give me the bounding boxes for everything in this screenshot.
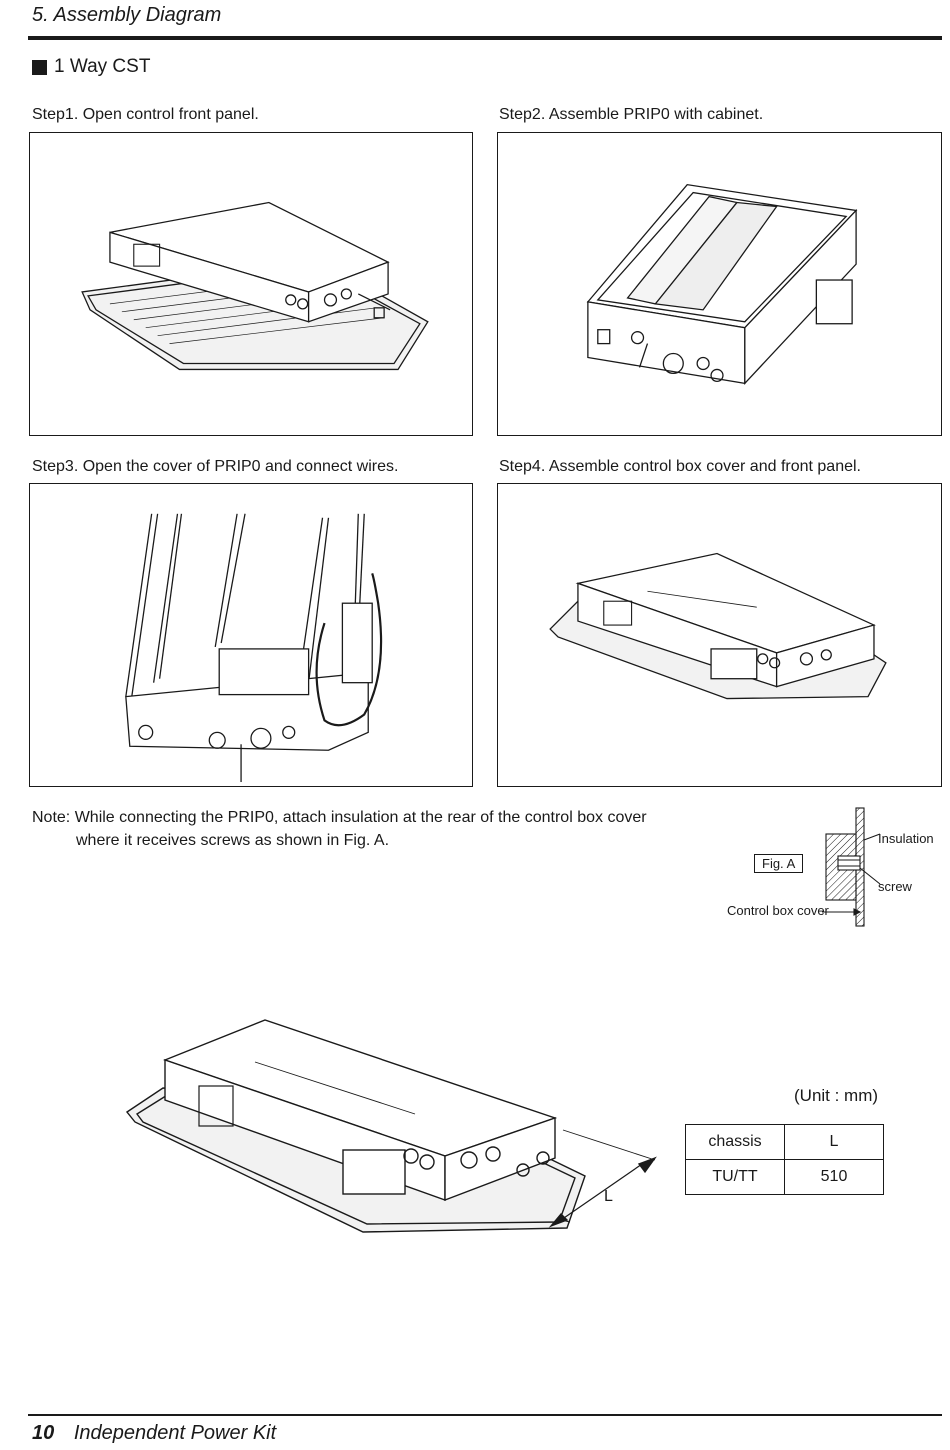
table-header-cell: chassis <box>685 1124 785 1160</box>
page-footer: 10 Independent Power Kit <box>32 1422 276 1445</box>
fig-a-diagram: Fig. A Insulation screw Control box cove… <box>720 806 945 931</box>
note-text: Note: While connecting the PRIP0, attach… <box>32 806 647 852</box>
step2-illustration <box>497 132 942 436</box>
step4-illustration <box>497 483 942 787</box>
step1-illustration <box>29 132 473 436</box>
note-line-2: where it receives screws as shown in Fig… <box>76 832 390 849</box>
step2-caption: Step2. Assemble PRIP0 with cabinet. <box>499 106 764 123</box>
dimension-L-label: L <box>604 1188 613 1205</box>
section-title: 1 Way CST <box>32 56 150 78</box>
page-number: 10 <box>32 1422 55 1444</box>
header-rule <box>28 36 942 40</box>
step3-caption: Step3. Open the cover of PRIP0 and conne… <box>32 458 399 475</box>
step1-caption: Step1. Open control front panel. <box>32 106 259 123</box>
fig-a-label: Fig. A <box>754 854 804 873</box>
page-header-title: 5. Assembly Diagram <box>32 4 222 26</box>
table-cell: TU/TT <box>685 1159 785 1195</box>
fig-a-insulation-label: Insulation <box>878 831 934 846</box>
step3-illustration <box>29 483 473 787</box>
note-line-1: Note: While connecting the PRIP0, attach… <box>32 809 647 826</box>
dimension-table: chassis L TU/TT 510 <box>685 1124 884 1195</box>
final-assembly-illustration <box>115 1010 675 1240</box>
footer-title: Independent Power Kit <box>73 1422 277 1444</box>
table-header-cell: L <box>784 1124 884 1160</box>
fig-a-screw-label: screw <box>878 879 912 894</box>
step4-caption: Step4. Assemble control box cover and fr… <box>499 458 861 475</box>
unit-label: (Unit : mm) <box>794 1086 879 1105</box>
footer-rule <box>28 1414 942 1416</box>
table-cell: 510 <box>784 1159 884 1195</box>
section-title-text: 1 Way CST <box>54 56 151 77</box>
fig-a-cover-label: Control box cover <box>727 903 829 918</box>
square-bullet-icon <box>32 59 47 75</box>
table-header-row: chassis L <box>685 1124 884 1160</box>
table-row: TU/TT 510 <box>685 1159 884 1195</box>
